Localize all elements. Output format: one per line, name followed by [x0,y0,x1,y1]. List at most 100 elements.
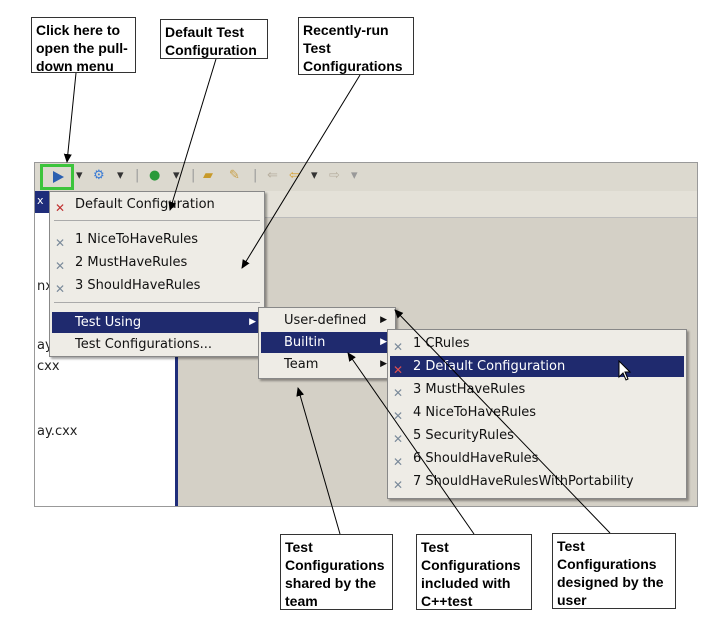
menu-item-label: 1 NiceToHaveRules [75,232,199,247]
mouse-pointer-icon [618,360,632,381]
menu-item-label: Test Configurations... [75,337,213,352]
callout-line: Default Test [165,24,245,40]
default-config-icon: ✕ [55,200,66,215]
run-icon [53,171,64,183]
editor-text: nx [37,279,53,294]
separator: | [253,168,258,183]
run-pulldown-menu: ✕Default Configuration ✕1 NiceToHaveRule… [49,191,265,357]
separator: | [191,168,196,183]
menu-separator [54,302,260,303]
submenu-arrow-icon: ▶ [380,337,387,347]
menu-item-label: 3 MustHaveRules [413,382,526,397]
menu-separator [54,220,260,221]
callout-pulldown: Click here to open the pull- down menu [31,17,136,74]
submenu-arrow-icon: ▶ [380,315,387,325]
menu-item-recent[interactable]: ✕ 2 MustHaveRules [52,252,262,273]
callout-default-config: Default Test Configuration [160,19,268,59]
menu-item-builtin-config[interactable]: ✕ 7 ShouldHaveRulesWithPortability [390,471,684,492]
menu-item-user-defined[interactable]: User-defined ▶ [261,310,393,331]
menu-item-label: 5 SecurityRules [413,428,514,443]
menu-item-label: Default Configuration [75,197,215,212]
tools-icon: ✕ [55,281,66,296]
editor-text: ay.cxx [37,424,78,439]
menu-item-label: 2 MustHaveRules [75,255,188,270]
menu-item-label: 7 ShouldHaveRulesWithPortability [413,474,634,489]
menu-item-label: 1 CRules [413,336,470,351]
menu-item-team[interactable]: Team ▶ [261,354,393,375]
menu-item-builtin-config[interactable]: ✕ 5 SecurityRules [390,425,684,446]
editor-text: cxx [37,359,60,374]
dropdown-arrow-icon[interactable]: ▾ [76,168,83,183]
menu-item-label: Builtin [284,335,326,350]
menu-item-builtin-config[interactable]: ✕ 2 Default Configuration [390,356,684,377]
callout-line: Click here to [36,22,121,38]
menu-item-builtin-config[interactable]: ✕ 3 MustHaveRules [390,379,684,400]
callout-line: designed by the [557,574,664,590]
tools-icon: ✕ [393,339,404,354]
callout-included: Test Configurations included with C++tes… [416,534,532,610]
editor-tab[interactable]: x [35,191,53,213]
menu-item-recent[interactable]: ✕1 NiceToHaveRules [52,229,262,250]
menu-item-label: 6 ShouldHaveRules [413,451,539,466]
dropdown-arrow-icon[interactable]: ▾ [117,168,124,183]
menu-item-builtin-config[interactable]: ✕6 ShouldHaveRules [390,448,684,469]
tools-icon: ✕ [393,408,404,423]
callout-line: Configurations [557,556,657,572]
callout-line: Test [421,539,449,555]
callout-line: Configurations [421,557,521,573]
dropdown-arrow-icon[interactable]: ▾ [311,168,318,183]
menu-item-builtin-config[interactable]: ✕ 4 NiceToHaveRules [390,402,684,423]
menu-item-label: 3 ShouldHaveRules [75,278,201,293]
menu-item-label: User-defined [284,313,367,328]
menu-item-default-configuration[interactable]: ✕ Default Configuration [52,194,262,215]
callout-line: team [285,593,318,609]
tools-icon: ✕ [393,431,404,446]
callout-line: Configurations [285,557,385,573]
tools-icon: ✕ [393,477,404,492]
menu-item-label: Test Using [75,315,142,330]
menu-item-test-configurations[interactable]: Test Configurations... [52,334,262,355]
dropdown-arrow-icon[interactable]: ▾ [173,168,180,183]
toolbar: ▾ ⚙ ▾ | ● ▾ | ▰ ✎ | ⇐ ⇦ ▾ ⇨ ▾ [35,163,697,192]
callout-line: open the pull- [36,40,128,56]
tools-icon: ✕ [393,385,404,400]
editor-text: ay [37,338,53,353]
callout-recent: Recently-run Test Configurations [298,17,414,75]
callout-line: Test [557,538,585,554]
callout-line: Configurations [303,58,403,74]
callout-line: shared by the [285,575,377,591]
submenu-arrow-icon: ▶ [249,317,256,327]
back-icon[interactable]: ⇐ [267,168,278,183]
menu-item-builtin-config[interactable]: ✕ 1 CRules [390,333,684,354]
callout-line: down menu [36,58,114,74]
callout-shared: Test Configurations shared by the team [280,534,393,610]
dropdown-arrow-icon[interactable]: ▾ [351,168,358,183]
callout-line: Test [303,40,331,56]
callout-line: user [557,592,587,608]
back-nav-icon[interactable]: ⇦ [289,168,300,183]
forward-icon[interactable]: ⇨ [329,168,340,183]
callout-line: C++test [421,593,473,609]
menu-item-recent[interactable]: ✕ 3 ShouldHaveRules [52,275,262,296]
editor-tab-label: x [37,194,44,207]
menu-item-label: 2 Default Configuration [413,359,566,374]
callout-line: Configuration [165,42,257,58]
callout-line: Test [285,539,313,555]
test-using-submenu: User-defined ▶ Builtin ▶ Team ▶ [258,307,396,379]
callout-line: included with [421,575,511,591]
open-folder-icon[interactable]: ▰ [203,168,213,183]
callout-line: Recently-run [303,22,389,38]
leader-line-pulldown [63,72,77,163]
menu-item-label: 4 NiceToHaveRules [413,405,537,420]
debug-icon[interactable]: ⚙ [93,168,105,183]
default-config-icon: ✕ [393,362,404,377]
launch-icon[interactable]: ● [149,168,161,183]
menu-item-builtin[interactable]: Builtin ▶ [261,332,393,353]
tools-icon: ✕ [55,258,66,273]
menu-item-test-using[interactable]: Test Using ▶ [52,312,262,333]
edit-icon[interactable]: ✎ [229,168,240,183]
builtin-submenu: ✕ 1 CRules ✕ 2 Default Configuration ✕ 3 Mu… [387,329,687,499]
submenu-arrow-icon: ▶ [380,359,387,369]
menu-item-label: Team [284,357,319,372]
run-test-button[interactable] [40,164,74,190]
